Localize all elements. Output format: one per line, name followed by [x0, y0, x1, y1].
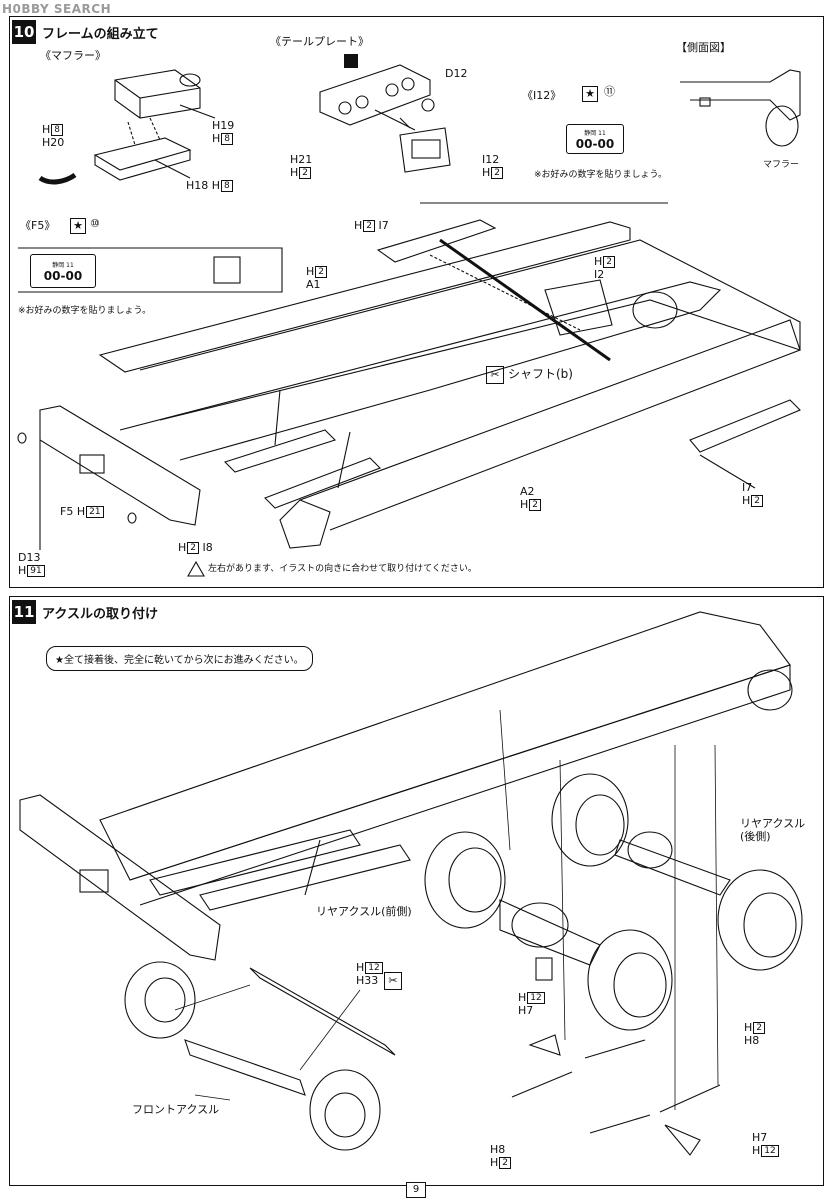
- page-number: 9: [406, 1182, 426, 1198]
- hobby-search-watermark: H0BBY SEARCH: [2, 2, 112, 16]
- step11-header: 11 アクスルの取り付け: [12, 600, 158, 624]
- i12-decal-note: ※お好みの数字を貼りましょう。: [534, 170, 668, 180]
- step10-title: フレームの組み立て: [42, 26, 159, 42]
- orientation-warning: 左右があります、イラストの向きに合わせて取り付けてください。: [208, 564, 477, 574]
- tailplate-parts-drawing: [319, 64, 451, 173]
- shaft-cut-icon: ✂: [486, 366, 504, 384]
- paint-black-icon: [344, 54, 358, 68]
- rear-axle-back-label: リヤアクスル(後側): [740, 817, 806, 843]
- tailplate-section-label: 《テールプレート》: [270, 35, 369, 48]
- plate-number: 00-00: [575, 136, 615, 151]
- muffler-section-label: 《マフラー》: [40, 49, 106, 62]
- decal-star-icon-i12: ★: [582, 86, 598, 102]
- leader-lines: [174, 709, 719, 1110]
- plate-top-text: 静岡 11: [584, 129, 606, 137]
- chassis-frame-step11: [19, 611, 793, 961]
- side-view-drawing: [680, 69, 801, 147]
- front-axle-drawing: [124, 961, 396, 1151]
- f5-decal-note: ※お好みの数字を貼りましょう。: [18, 306, 152, 316]
- plate-top-text-f5: 静岡 11: [52, 261, 74, 269]
- plate-number-f5: 00-00: [43, 268, 83, 283]
- warning-icon: [187, 560, 205, 577]
- step11-title: アクスルの取り付け: [42, 606, 158, 622]
- h33-cut-icon: ✂: [384, 972, 402, 990]
- rear-axle-front-label: リヤアクスル(前側): [316, 905, 412, 918]
- decal-number-10: ⑩: [90, 217, 100, 230]
- dry-note: ★全て接着後、完全に乾いてから次にお進みください。: [46, 646, 313, 671]
- shaft-label: シャフト(b): [508, 367, 573, 381]
- muffler-parts-drawing: [38, 69, 216, 185]
- decal-number-11: ⑪: [604, 85, 615, 98]
- side-view-label: 【側面図】: [676, 41, 731, 54]
- step10-panel: [9, 16, 824, 588]
- torque-rods-drawing: [511, 1034, 721, 1156]
- part-d12-label: D12: [445, 67, 468, 80]
- step10-header: 10 フレームの組み立て: [12, 20, 159, 44]
- front-axle-label: フロントアクスル: [132, 1103, 220, 1116]
- step10-number: 10: [12, 20, 36, 44]
- step11-number: 11: [12, 600, 36, 624]
- f5-decal-strip: [18, 247, 283, 293]
- chassis-frame-step10: [17, 219, 801, 550]
- i12-section-label: 《I12》: [522, 89, 562, 102]
- decal-star-icon-f5: ★: [70, 218, 86, 234]
- f5-section-label: 《F5》: [20, 219, 56, 232]
- rear-axle-drawing: [424, 773, 803, 1031]
- license-plate-f5: 静岡 11 00-00: [30, 254, 96, 288]
- side-view-muffler-label: マフラー: [763, 160, 800, 170]
- license-plate-i12: 静岡 11 00-00: [566, 124, 624, 154]
